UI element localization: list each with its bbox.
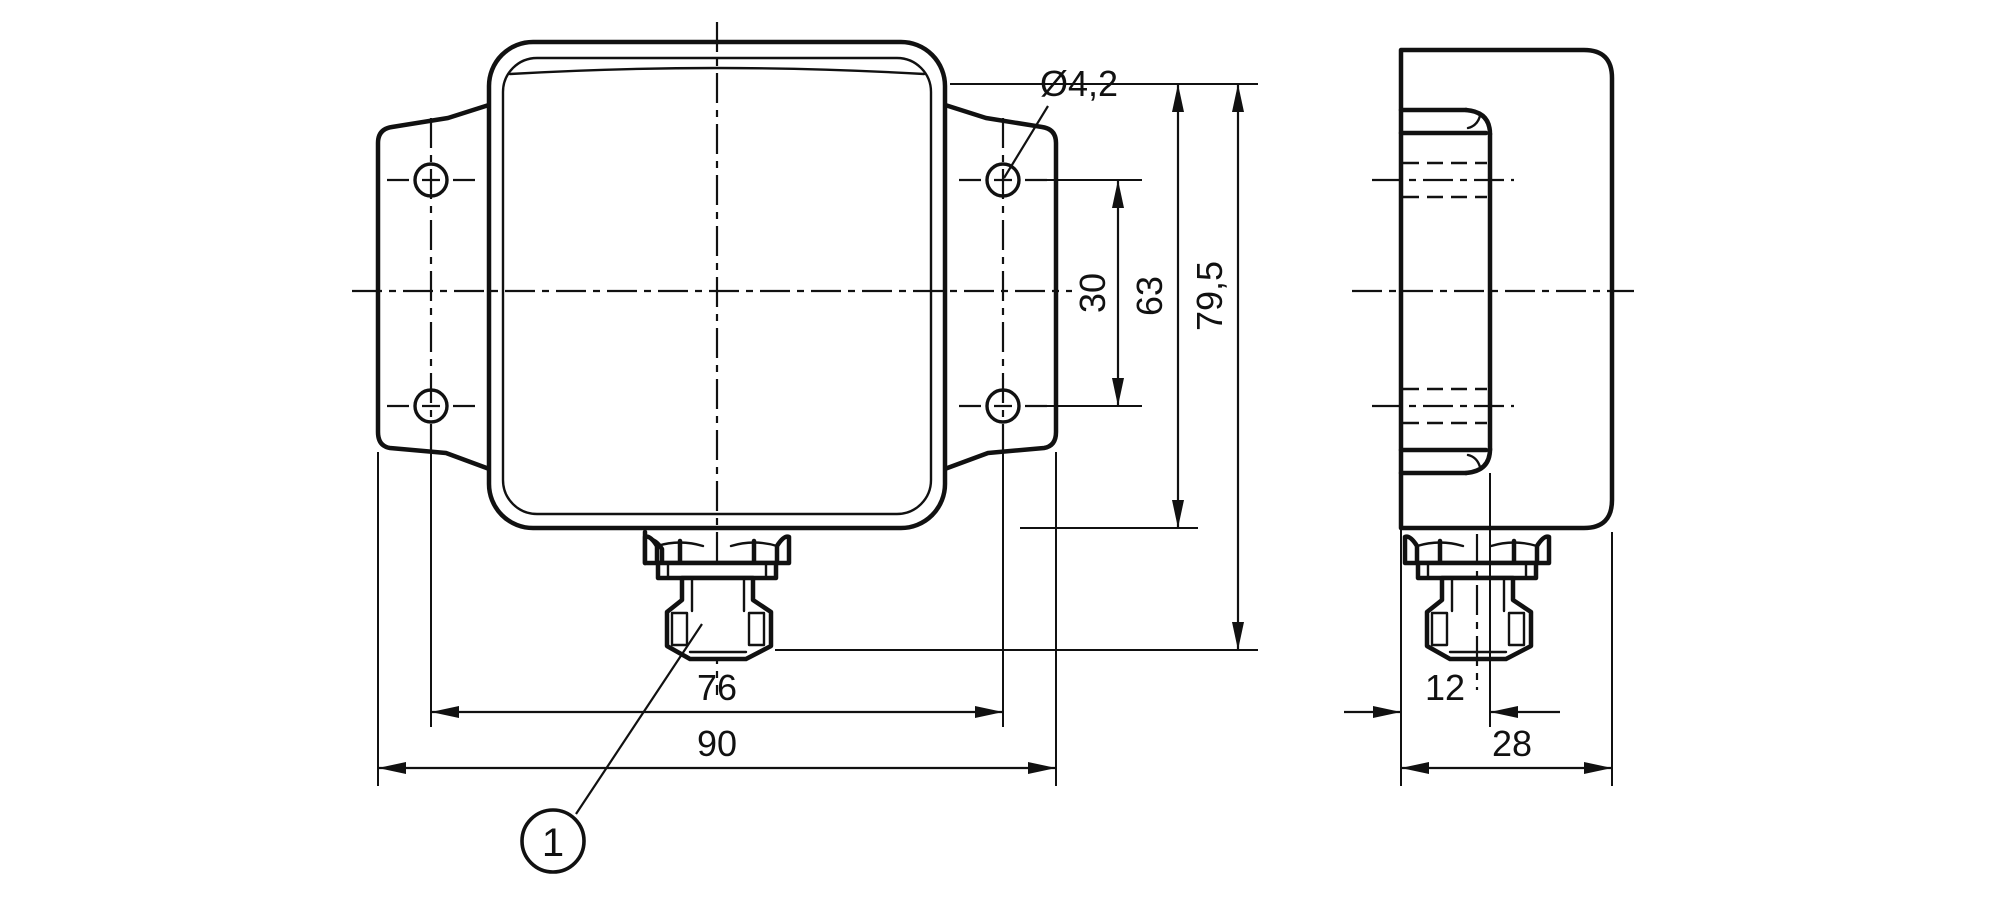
dim-text-28: 28 bbox=[1492, 723, 1532, 764]
callout-1: 1 bbox=[520, 623, 703, 874]
right-mounting-wing bbox=[939, 101, 1059, 473]
dim-text-79-5: 79,5 bbox=[1189, 261, 1230, 331]
dim-hole-spacing-horizontal: 76 bbox=[430, 452, 1004, 727]
side-flange-plate bbox=[1398, 107, 1493, 476]
hole-top-left bbox=[387, 162, 475, 198]
callout-number: 1 bbox=[542, 821, 564, 865]
left-mounting-wing bbox=[375, 101, 495, 473]
dim-housing-height: 63 bbox=[950, 83, 1258, 529]
hole-bottom-left bbox=[387, 388, 475, 424]
side-hidden-holes bbox=[1372, 161, 1514, 425]
dim-text-90: 90 bbox=[697, 723, 737, 764]
hole-bottom-right bbox=[959, 388, 1047, 424]
cable-gland-side bbox=[1402, 534, 1552, 690]
front-view: Ø4,2 30 63 79,5 bbox=[352, 22, 1258, 874]
dim-overall-height: 79,5 bbox=[775, 84, 1258, 651]
dim-overall-depth: 28 bbox=[1401, 532, 1613, 786]
dim-hole-spacing-vertical: 30 bbox=[1042, 179, 1142, 407]
side-view: 12 28 bbox=[1344, 47, 1634, 786]
dim-flange-depth: 12 bbox=[1344, 473, 1560, 786]
dim-text-12: 12 bbox=[1425, 667, 1465, 708]
callout-circle bbox=[520, 808, 586, 874]
dim-text-76: 76 bbox=[697, 667, 737, 708]
dim-overall-width: 90 bbox=[377, 452, 1057, 786]
housing-outline-inner bbox=[501, 56, 933, 516]
dim-text-63: 63 bbox=[1129, 276, 1170, 316]
housing-lid-seam bbox=[508, 66, 926, 76]
dim-text-30: 30 bbox=[1072, 273, 1113, 313]
side-body-outline bbox=[1398, 47, 1615, 531]
